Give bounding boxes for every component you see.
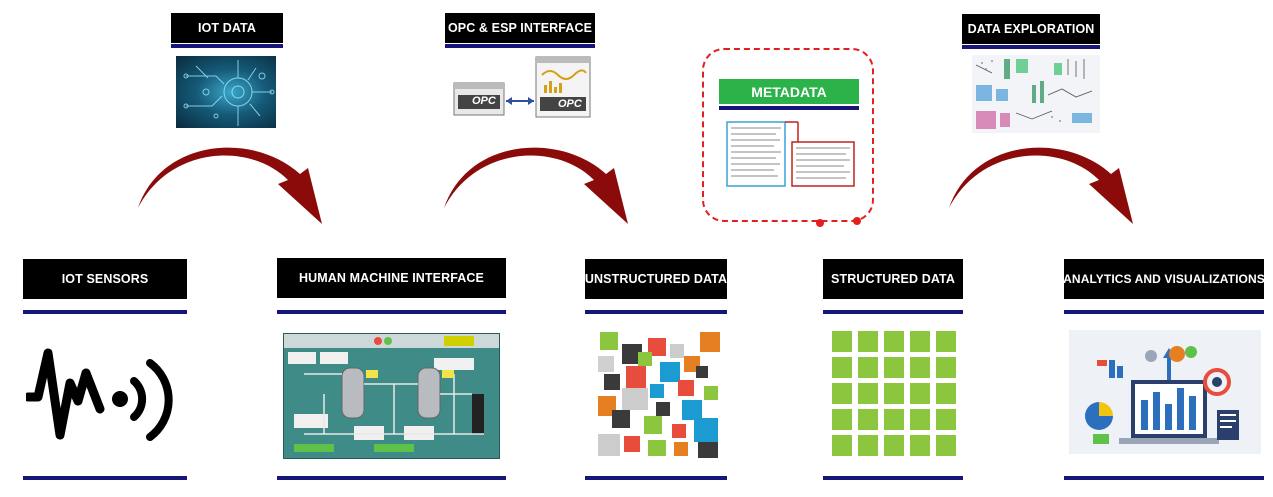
metadata-box <box>702 48 874 222</box>
curved-arrow-icon <box>138 147 322 224</box>
opc-logo-text-left: OPC <box>472 95 496 107</box>
hmi-diagram-icon <box>284 334 499 452</box>
unstructured-bottom-line <box>585 476 727 480</box>
iot-sensors-underline <box>23 310 187 314</box>
iot-data-text: IOT DATA <box>198 21 256 35</box>
iot-sensors-text: IOT SENSORS <box>61 272 149 286</box>
hmi-image <box>283 333 500 459</box>
opc-interface-image: OPC OPC <box>452 55 592 121</box>
structured-data-underline <box>823 310 963 314</box>
metadata-dot-right <box>853 217 861 225</box>
structured-grid-icon <box>832 331 956 456</box>
analytics-text: ANALYTICS AND VISUALIZATIONS <box>1063 272 1265 286</box>
iot-data-label: IOT DATA <box>171 13 283 43</box>
iot-sensors-label: IOT SENSORS <box>23 259 187 299</box>
data-exploration-label: DATA EXPLORATION <box>962 14 1100 44</box>
hmi-text: HUMAN MACHINE INTERFACE <box>299 271 484 285</box>
circuit-icon <box>183 60 275 126</box>
metadata-underline <box>719 106 859 110</box>
curved-arrow-icon <box>444 147 628 224</box>
analytics-label: ANALYTICS AND VISUALIZATIONS <box>1063 259 1265 299</box>
opc-esp-underline <box>445 44 595 48</box>
unstructured-data-text: UNSTRUCTURED DATA <box>584 272 728 286</box>
data-exploration-underline <box>962 45 1100 49</box>
metadata-tables-image <box>726 116 856 189</box>
unstructured-squares-icon <box>598 332 720 458</box>
analytics-dashboard-icon <box>1085 346 1239 444</box>
hmi-label: HUMAN MACHINE INTERFACE <box>277 258 506 298</box>
metadata-table-icon <box>726 121 855 187</box>
opc-logo-text-right: OPC <box>558 98 582 110</box>
chart-grid-icon <box>972 55 1100 133</box>
data-exploration-text: DATA EXPLORATION <box>967 22 1095 36</box>
analytics-image <box>1069 330 1261 454</box>
metadata-title: METADATA <box>719 79 859 104</box>
unstructured-data-label: UNSTRUCTURED DATA <box>585 259 727 299</box>
sensor-signal-icon <box>26 348 173 441</box>
structured-bottom-line <box>823 476 963 480</box>
data-exploration-image <box>972 55 1100 133</box>
curved-arrow-icon <box>949 147 1133 224</box>
analytics-underline <box>1064 310 1264 314</box>
opc-esp-text: OPC & ESP INTERFACE <box>447 21 593 35</box>
unstructured-data-underline <box>585 310 727 314</box>
hmi-bottom-line <box>277 476 506 480</box>
structured-data-text: STRUCTURED DATA <box>831 272 955 286</box>
iot-sensors-bottom-line <box>23 476 187 480</box>
analytics-bottom-line <box>1064 476 1264 480</box>
opc-esp-label: OPC & ESP INTERFACE <box>445 13 595 43</box>
metadata-dot-left <box>816 219 824 227</box>
iot-data-underline <box>171 44 283 48</box>
hmi-underline <box>277 310 506 314</box>
structured-data-label: STRUCTURED DATA <box>823 259 963 299</box>
metadata-title-text: METADATA <box>751 83 827 100</box>
iot-data-image <box>176 56 276 128</box>
opc-icon <box>453 56 591 118</box>
